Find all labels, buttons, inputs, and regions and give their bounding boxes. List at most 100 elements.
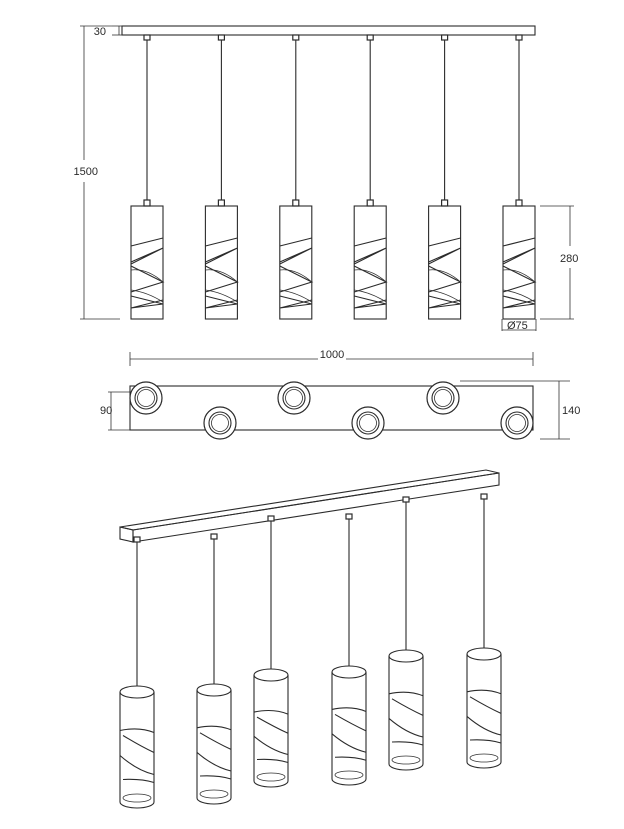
lamp-shade-top bbox=[119, 685, 155, 699]
shade-connector bbox=[217, 199, 225, 207]
dim-canopy-width-label: 90 bbox=[100, 405, 112, 417]
dim-canopy-length: 1000 bbox=[129, 349, 534, 366]
canopy-connector bbox=[292, 34, 300, 41]
lamp-ring bbox=[203, 406, 237, 440]
lamp-shade-top bbox=[331, 665, 367, 679]
dim-total-height: 1500 bbox=[74, 25, 120, 320]
spiral-cutout bbox=[466, 689, 502, 744]
pendant-lamp-perspective bbox=[466, 493, 502, 769]
lamp-shade-top bbox=[253, 668, 289, 682]
shade-connector bbox=[441, 199, 449, 207]
pendant-lamp bbox=[502, 34, 537, 320]
canopy-connector bbox=[267, 515, 275, 522]
spiral-edge bbox=[205, 269, 238, 303]
canopy-bar bbox=[121, 25, 536, 36]
canopy-connector bbox=[366, 34, 374, 41]
lamp-shade-bottom-inner bbox=[334, 770, 364, 780]
spiral-cutout bbox=[130, 237, 165, 309]
lamp-shade-top bbox=[196, 683, 232, 697]
lamp-ring bbox=[351, 406, 385, 440]
top-view: 1000 90 140 bbox=[100, 349, 580, 440]
lamp-shade-body bbox=[253, 675, 289, 788]
canopy-connector bbox=[402, 496, 410, 503]
spiral-cutout bbox=[428, 237, 463, 309]
lamp-shade bbox=[428, 205, 462, 320]
pendant-lamp bbox=[279, 34, 314, 320]
pendant-lamp-perspective bbox=[253, 515, 289, 788]
front-view: 30 1500 280 Ø75 bbox=[74, 25, 578, 332]
lamp-shade bbox=[353, 205, 387, 320]
ring-core bbox=[137, 389, 155, 407]
spiral-cutout bbox=[388, 691, 424, 746]
canopy-plan bbox=[129, 385, 534, 431]
lamp-shade bbox=[204, 205, 238, 320]
ring-inner bbox=[505, 411, 529, 435]
lamp-ring bbox=[426, 381, 460, 415]
lamp-shade-top bbox=[388, 649, 424, 663]
ring-inner bbox=[431, 386, 455, 410]
lamp-shade bbox=[279, 205, 313, 320]
pendant-lamp-perspective bbox=[196, 533, 232, 805]
lamp-ring bbox=[277, 381, 311, 415]
lamp-shade-bottom-inner bbox=[256, 772, 286, 782]
ring-core bbox=[434, 389, 452, 407]
dim-shade-height: 280 bbox=[540, 205, 578, 320]
lamp-ring bbox=[129, 381, 163, 415]
lamp-shade-bottom-inner bbox=[391, 755, 421, 765]
canopy-connector bbox=[133, 536, 141, 543]
shade-connector bbox=[515, 199, 523, 207]
spiral-cutout bbox=[205, 237, 239, 309]
pendant-lamp-perspective bbox=[119, 536, 155, 809]
dim-shade-diameter-label: Ø75 bbox=[507, 320, 528, 332]
spiral-edge bbox=[354, 269, 387, 303]
lamp-shade-body bbox=[388, 656, 424, 771]
dim-canopy-length-label: 1000 bbox=[320, 349, 344, 361]
dim-shade-height-label: 280 bbox=[560, 253, 578, 265]
canopy-connector bbox=[441, 34, 449, 41]
lamp-shade-body bbox=[331, 672, 367, 786]
lamp-shade-bottom-inner bbox=[122, 793, 152, 803]
canopy-long-face bbox=[132, 472, 500, 543]
dim-canopy-height-label: 30 bbox=[94, 26, 106, 38]
lamp-ring bbox=[500, 406, 534, 440]
spiral-edge bbox=[279, 269, 313, 303]
spiral-edge bbox=[502, 269, 536, 303]
dim-spread-width: 140 bbox=[460, 380, 580, 440]
front-lamps bbox=[130, 34, 537, 320]
pendant-lamp bbox=[428, 34, 463, 320]
dim-spread-width-label: 140 bbox=[562, 405, 580, 417]
canopy-connector bbox=[210, 533, 218, 540]
lamp-shade-bottom-inner bbox=[199, 789, 229, 799]
ring-inner bbox=[282, 386, 306, 410]
ring-core bbox=[359, 414, 377, 432]
pendant-lamp-perspective bbox=[331, 513, 367, 786]
dim-canopy-width: 90 bbox=[100, 391, 130, 431]
pendant-lamp bbox=[204, 34, 239, 320]
ring-core bbox=[508, 414, 526, 432]
canopy-top-face bbox=[119, 469, 500, 531]
spiral-cutout bbox=[353, 237, 388, 309]
pendant-lamp bbox=[130, 34, 165, 320]
shade-connector bbox=[143, 199, 151, 207]
spiral-edge bbox=[130, 269, 164, 303]
plan-rings bbox=[129, 381, 534, 440]
canopy-connector bbox=[345, 513, 353, 520]
shade-connector bbox=[366, 199, 374, 207]
spiral-edge bbox=[428, 269, 461, 303]
spiral-cutout bbox=[279, 237, 314, 309]
ring-inner bbox=[134, 386, 158, 410]
canopy-connector bbox=[515, 34, 523, 41]
canopy-connector bbox=[480, 493, 488, 500]
dim-shade-diameter: Ø75 bbox=[501, 319, 537, 332]
pendant-lamp-perspective bbox=[388, 496, 424, 771]
canopy-connector bbox=[143, 34, 151, 41]
ring-core bbox=[211, 414, 229, 432]
lamp-shade-body bbox=[196, 690, 232, 805]
lamp-shade-bottom-inner bbox=[469, 753, 499, 763]
ring-inner bbox=[356, 411, 380, 435]
spiral-cutout bbox=[331, 707, 367, 761]
perspective-view bbox=[119, 469, 502, 809]
spiral-cutout bbox=[119, 728, 155, 784]
spiral-cutout bbox=[502, 237, 537, 309]
